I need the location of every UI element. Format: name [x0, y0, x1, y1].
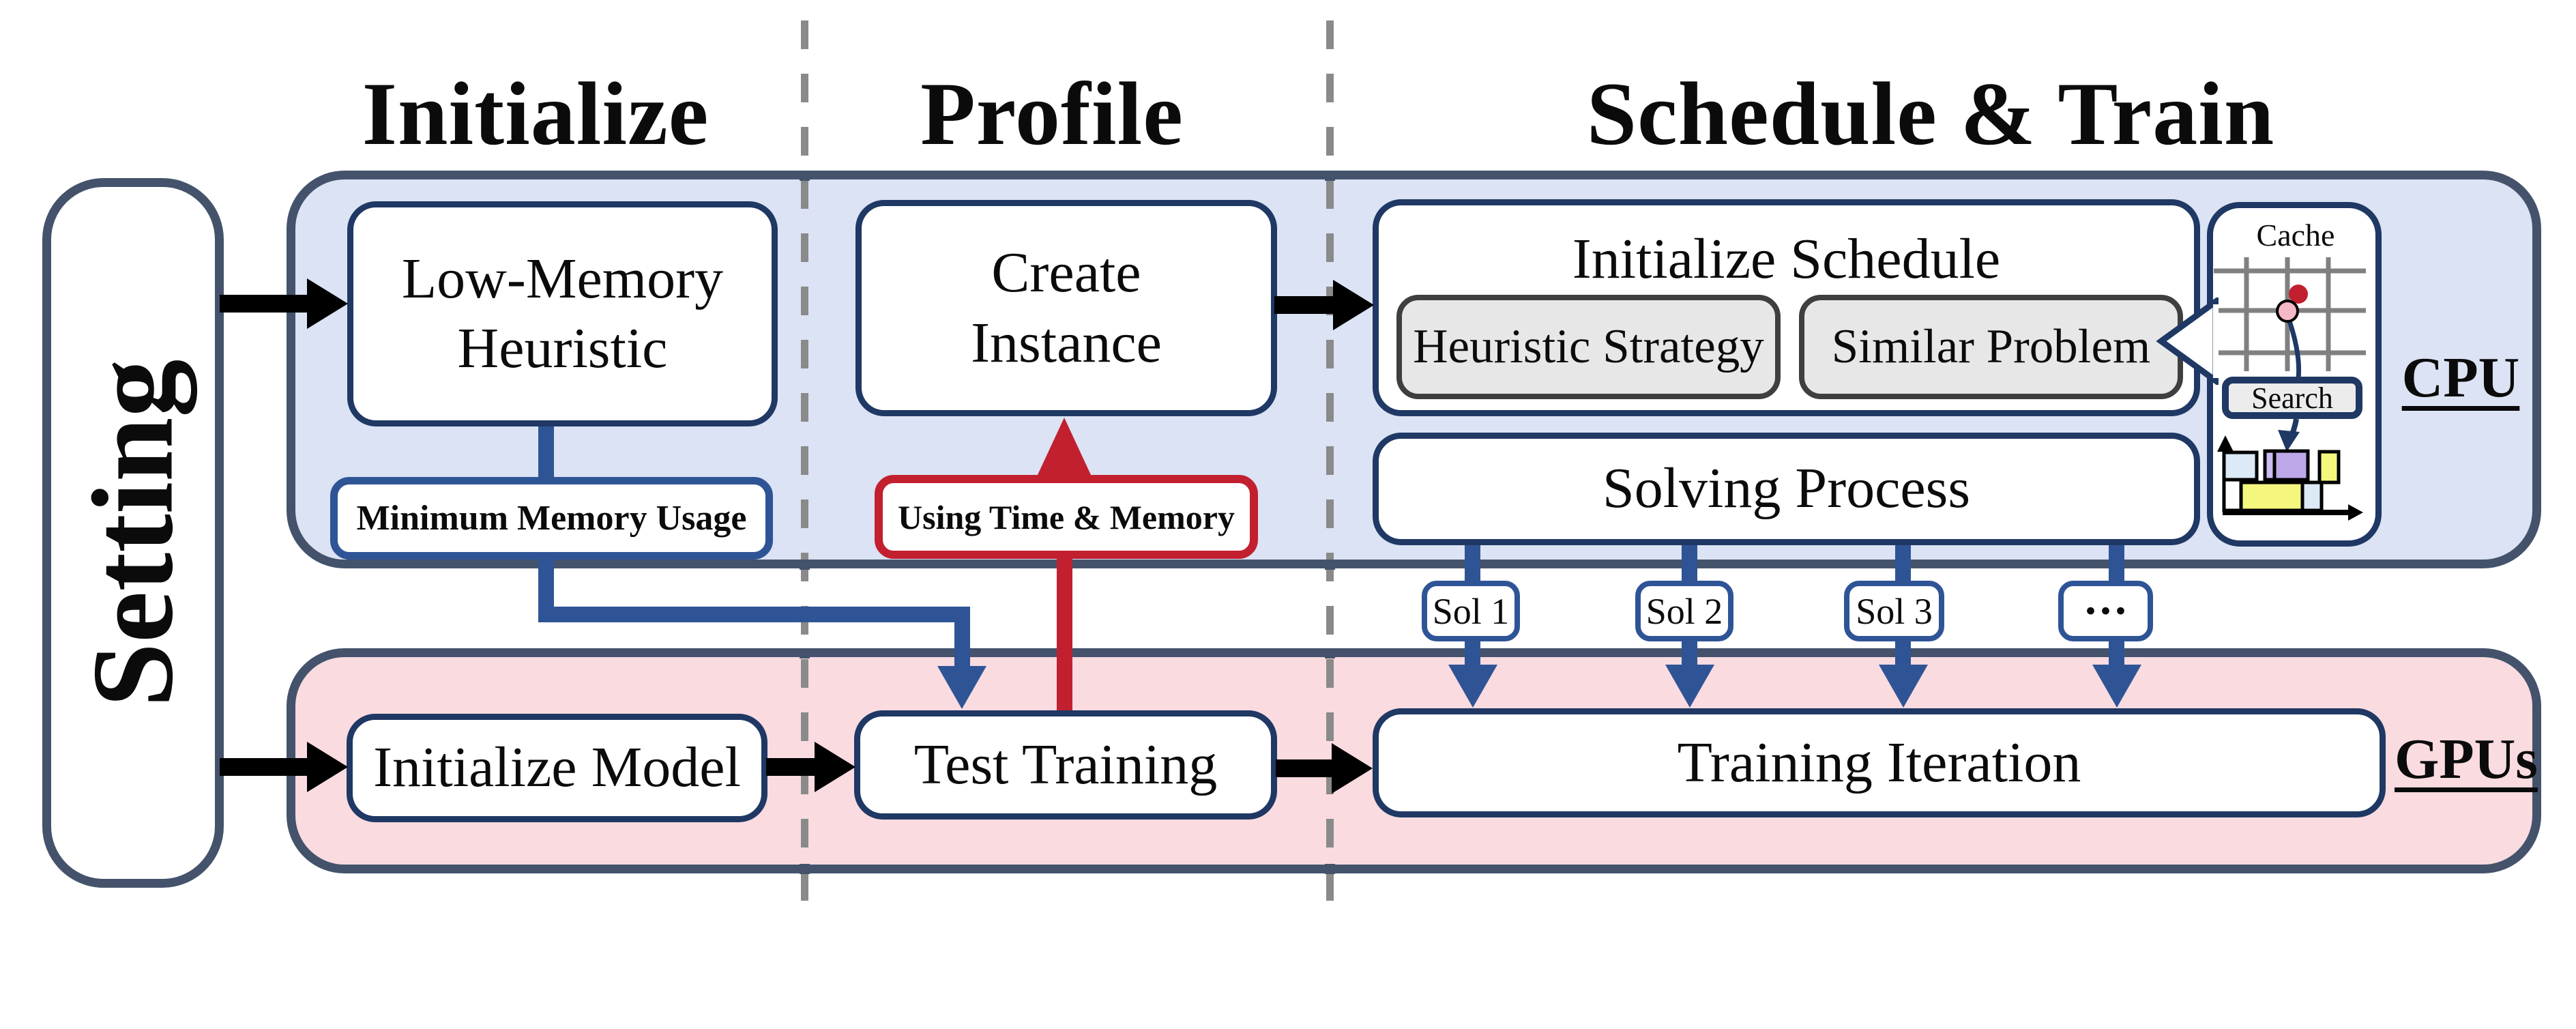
- arrowhead-icon: [2092, 665, 2141, 708]
- border-patch: [800, 560, 810, 570]
- cpu-label: CPU: [2401, 346, 2520, 409]
- search-chip: Search: [2222, 377, 2362, 419]
- node-training-iteration: Training Iteration: [1373, 708, 2386, 817]
- arrowhead-icon: [1665, 665, 1714, 708]
- cache-curve-to-search: [2285, 316, 2302, 379]
- gpus-label: GPUs: [2395, 727, 2538, 791]
- setting-panel: Setting: [42, 178, 224, 888]
- node-low-memory-heuristic-line2: Heuristic: [457, 317, 668, 380]
- column-title-profile: Profile: [920, 63, 1184, 164]
- border-patch: [1325, 648, 1335, 658]
- chip-similar-problem-label: Similar Problem: [1831, 320, 2151, 373]
- badge-sol-3-label: Sol 3: [1856, 590, 1933, 632]
- border-patch: [800, 171, 810, 181]
- badge-sol-2: Sol 2: [1635, 581, 1733, 641]
- arrowhead-icon: [815, 742, 855, 792]
- border-patch: [800, 648, 810, 658]
- node-create-instance-line1: Create: [991, 241, 1141, 305]
- cache-grid-lines: [2214, 257, 2366, 371]
- node-initialize-model: Initialize Model: [347, 714, 767, 822]
- chip-heuristic-strategy: Heuristic Strategy: [1396, 295, 1781, 399]
- node-low-memory-heuristic-line1: Low-Memory: [401, 246, 724, 310]
- node-test-training: Test Training: [854, 710, 1277, 820]
- node-training-iteration-label: Training Iteration: [1677, 730, 2081, 794]
- chip-similar-problem: Similar Problem: [1799, 295, 2183, 399]
- arrowhead-icon: [1332, 743, 1373, 794]
- badge-sol-3: Sol 3: [1844, 581, 1944, 641]
- column-title-initialize: Initialize: [362, 63, 709, 164]
- badge-sol-more-label: ···: [2083, 585, 2128, 636]
- border-patch: [800, 864, 810, 874]
- arrowhead-icon: [2217, 435, 2234, 452]
- cache-grid-figure: [2214, 257, 2366, 521]
- node-create-instance-line2: Instance: [971, 310, 1162, 375]
- arrowhead-icon: [1037, 418, 1092, 476]
- arrowhead-icon: [307, 742, 348, 792]
- gantt-mini-chart: [2217, 435, 2363, 521]
- cache-pointer-tail-icon: [2156, 298, 2219, 385]
- badge-minimum-memory-usage-label: Minimum Memory Usage: [356, 499, 747, 538]
- search-chip-label: Search: [2251, 381, 2333, 415]
- initialize-schedule-title: Initialize Schedule: [1572, 227, 2001, 291]
- badge-sol-2-label: Sol 2: [1645, 590, 1723, 632]
- setting-label: Setting: [68, 359, 197, 707]
- node-solving-process: Solving Process: [1373, 433, 2200, 545]
- arrowhead-icon: [2348, 504, 2363, 521]
- node-solving-process-label: Solving Process: [1602, 456, 1971, 521]
- divider-line-left: [801, 20, 808, 920]
- arrowhead-icon: [937, 666, 986, 709]
- arrowhead-icon: [1333, 280, 1374, 330]
- cache-point-red-icon: [2289, 285, 2308, 304]
- border-patch: [1325, 560, 1335, 570]
- cache-point-pink-icon: [2276, 300, 2299, 323]
- badge-minimum-memory-usage: Minimum Memory Usage: [330, 477, 773, 560]
- node-initialize-model-label: Initialize Model: [373, 736, 741, 800]
- border-patch: [1325, 171, 1335, 181]
- node-create-instance: Create Instance: [855, 200, 1277, 416]
- arrowhead-icon: [1448, 665, 1497, 708]
- node-test-training-label: Test Training: [913, 732, 1218, 796]
- badge-using-time-memory-label: Using Time & Memory: [898, 497, 1235, 536]
- node-low-memory-heuristic: Low-Memory Heuristic: [347, 201, 778, 426]
- cache-title: Cache: [2256, 218, 2335, 252]
- border-patch: [1325, 864, 1335, 874]
- chip-heuristic-strategy-label: Heuristic Strategy: [1413, 320, 1764, 373]
- badge-sol-more: ···: [2058, 581, 2153, 641]
- arrowhead-icon: [1879, 665, 1928, 708]
- arrowhead-icon: [2278, 430, 2300, 452]
- arrowhead-icon: [307, 278, 348, 329]
- badge-sol-1-label: Sol 1: [1432, 590, 1510, 632]
- badge-using-time-memory: Using Time & Memory: [875, 475, 1258, 559]
- divider-line-right: [1326, 20, 1334, 920]
- column-title-schedule-train: Schedule & Train: [1586, 63, 2275, 164]
- badge-sol-1: Sol 1: [1422, 581, 1520, 641]
